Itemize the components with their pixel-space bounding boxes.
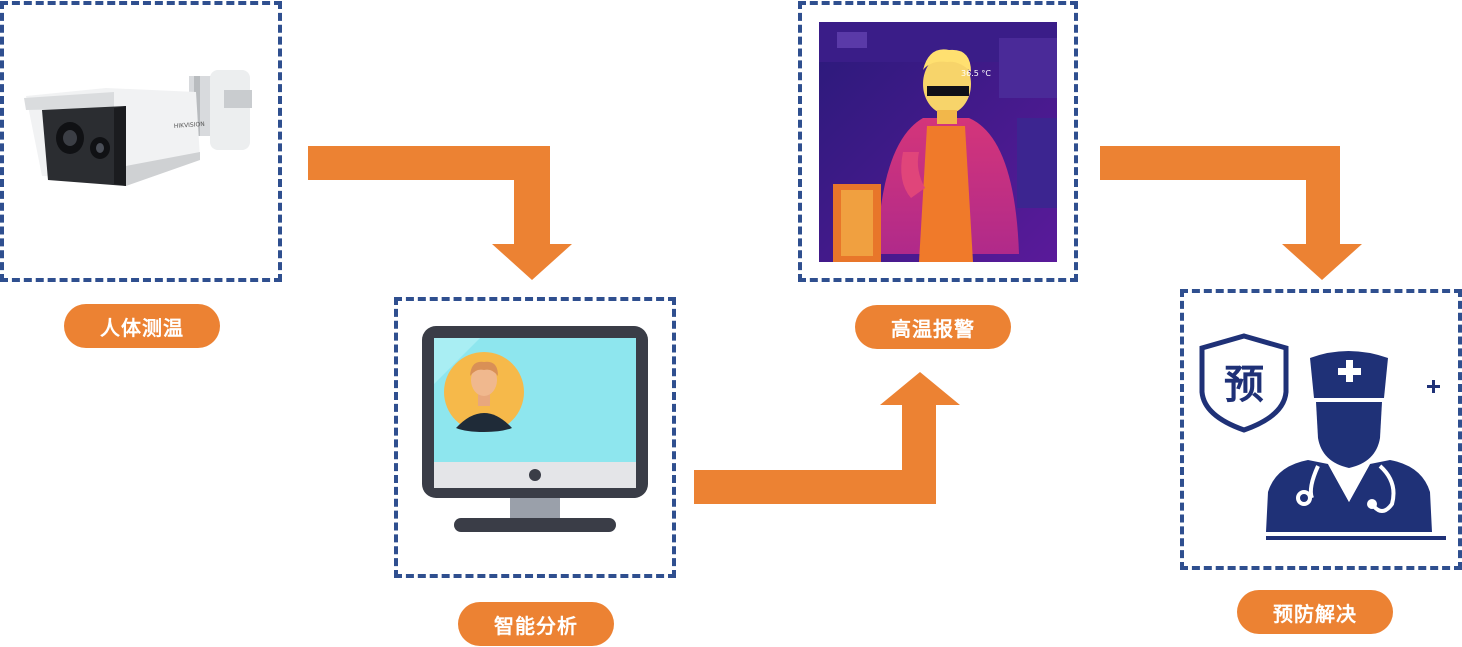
step-label-text: 预防解决 bbox=[1273, 601, 1357, 626]
camera-brand-text: HIKVISION bbox=[174, 121, 205, 130]
arrow-step2-to-step3 bbox=[694, 372, 960, 504]
doctor-illustration: 预 bbox=[1199, 333, 1446, 540]
step-label-analysis: 智能分析 bbox=[458, 602, 614, 646]
doctor-frame bbox=[1180, 289, 1462, 570]
step-label-text: 高温报警 bbox=[891, 316, 975, 341]
monitor-icon bbox=[422, 326, 648, 532]
plus-icon bbox=[1427, 380, 1440, 393]
monitor-frame bbox=[394, 297, 676, 578]
thermal-camera-image: HIKVISION bbox=[24, 70, 252, 186]
step-label-alarm: 高温报警 bbox=[855, 305, 1011, 349]
arrow-step1-to-step2 bbox=[308, 146, 572, 280]
step-label-temperature: 人体测温 bbox=[64, 304, 220, 348]
shield-icon: 预 bbox=[1199, 333, 1289, 433]
thermal-frame bbox=[798, 1, 1078, 282]
user-avatar-icon bbox=[444, 352, 524, 432]
step-label-text: 人体测温 bbox=[100, 315, 184, 340]
step-label-prevention: 预防解决 bbox=[1237, 590, 1393, 634]
temperature-readout: 36.5 °C bbox=[961, 69, 991, 78]
thermal-image: 36.5 °C bbox=[819, 22, 1057, 262]
camera-frame bbox=[0, 1, 282, 282]
arrow-step3-to-step4 bbox=[1100, 146, 1362, 280]
step-label-text: 智能分析 bbox=[494, 613, 578, 638]
shield-character: 预 bbox=[1224, 362, 1264, 408]
